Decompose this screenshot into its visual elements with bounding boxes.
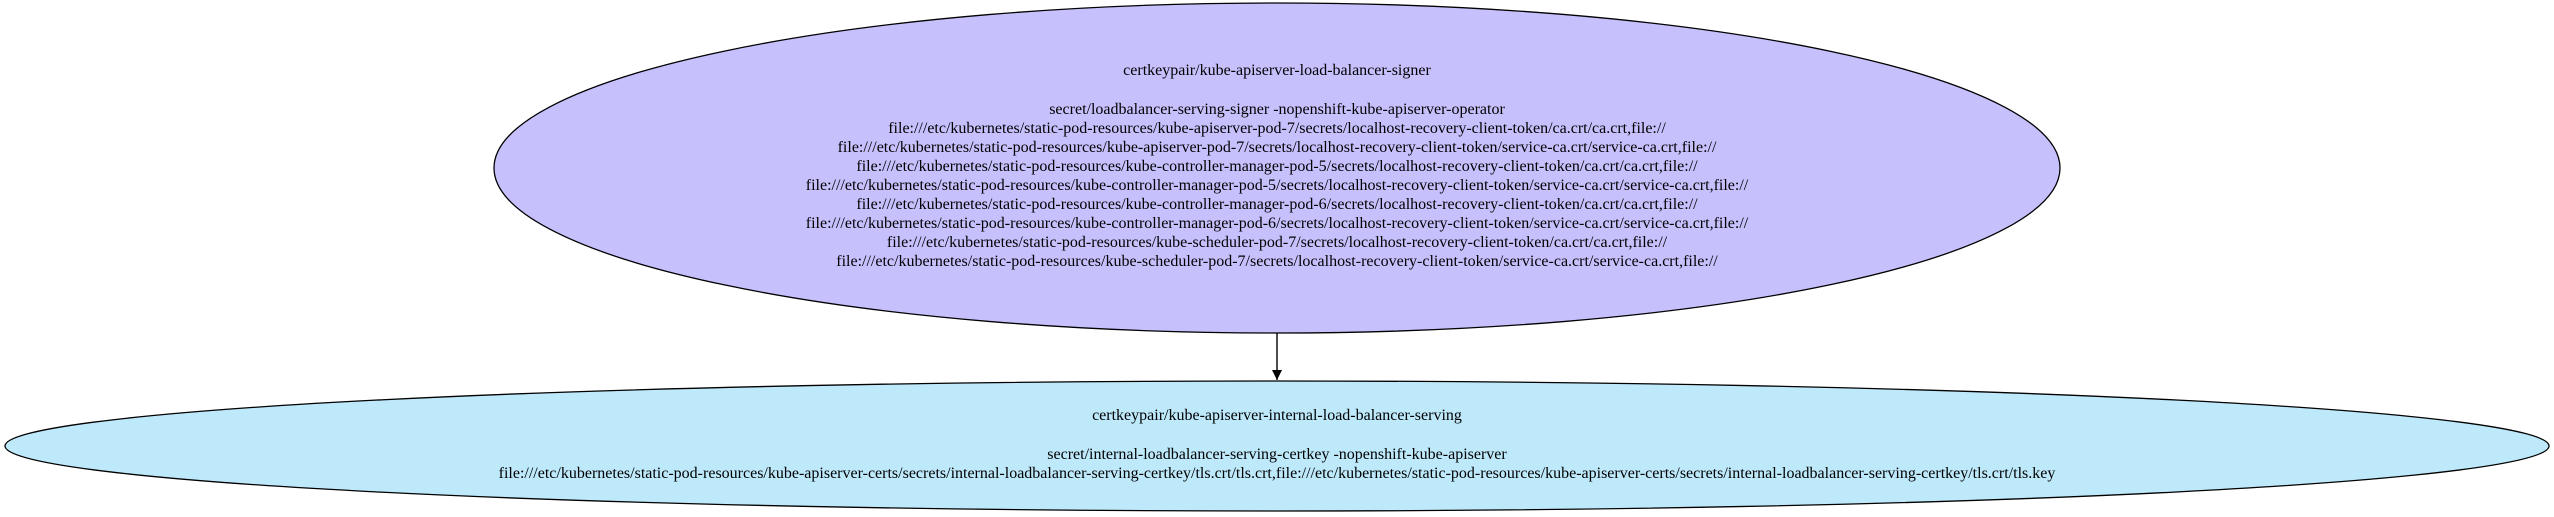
serving-secret: secret/internal-loadbalancer-serving-cer… [1047, 446, 1507, 463]
signer-file-line: file:///etc/kubernetes/static-pod-resour… [806, 215, 1749, 232]
serving-file-line: file:///etc/kubernetes/static-pod-resour… [499, 465, 2056, 482]
node-load-balancer-signer: certkeypair/kube-apiserver-load-balancer… [493, 2, 2061, 334]
signer-file-line: file:///etc/kubernetes/static-pod-resour… [856, 196, 1698, 213]
signer-secret: secret/loadbalancer-serving-signer -nope… [1049, 101, 1505, 118]
signer-file-line: file:///etc/kubernetes/static-pod-resour… [806, 177, 1749, 194]
node-internal-load-balancer-serving: certkeypair/kube-apiserver-internal-load… [4, 380, 2550, 512]
signer-title: certkeypair/kube-apiserver-load-balancer… [1123, 62, 1431, 79]
signer-file-line: file:///etc/kubernetes/static-pod-resour… [838, 139, 1717, 156]
serving-ellipse [4, 380, 2550, 512]
signer-file-line: file:///etc/kubernetes/static-pod-resour… [856, 158, 1698, 175]
signer-file-line: file:///etc/kubernetes/static-pod-resour… [887, 234, 1668, 251]
serving-title: certkeypair/kube-apiserver-internal-load… [1092, 407, 1462, 424]
signer-file-line: file:///etc/kubernetes/static-pod-resour… [836, 253, 1718, 270]
signer-file-line: file:///etc/kubernetes/static-pod-resour… [888, 120, 1666, 137]
